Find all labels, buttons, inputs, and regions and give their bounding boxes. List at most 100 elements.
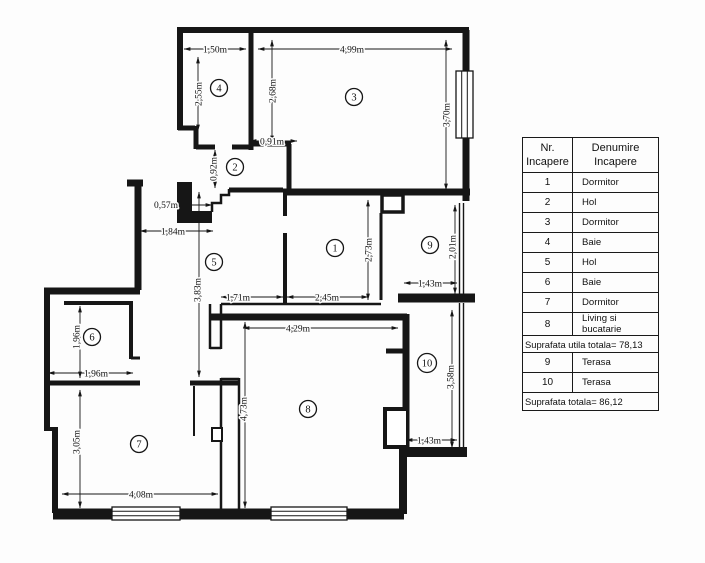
dim-label-3-58: 3,58m (447, 364, 457, 389)
legend-cell-name: Terasa (572, 352, 659, 373)
window-room3-east (455, 70, 474, 139)
legend-cell-nr: 1 (522, 172, 573, 193)
legend-cell-name: Terasa (572, 372, 659, 393)
railing-terasa10 (458, 303, 465, 448)
room-number-9: 9 (427, 241, 432, 252)
dim-label-2-73: 2,73m (365, 237, 375, 262)
room-marker-4: 4 (209, 78, 229, 98)
legend-row-3: 3 Dormitor (522, 212, 659, 233)
legend-header-row: Nr. Incapere Denumire Incapere (522, 137, 659, 173)
legend-row-8: 8 Living si bucatarie (522, 312, 659, 336)
dim-label-4-29: 4,29m (286, 325, 311, 335)
legend-cell-name: Baie (572, 272, 659, 293)
room-number-7: 7 (136, 440, 141, 451)
wall-room8-notch (383, 407, 406, 449)
room-number-8: 8 (305, 405, 310, 416)
legend-cell-nr: 9 (522, 352, 573, 373)
room-number-10: 10 (422, 359, 433, 370)
dim-label-0-91: 0,91m (260, 138, 285, 148)
legend-subtotal-row: Suprafata utila totala= 78,13 (522, 335, 659, 353)
dim-label-3-70: 3,70m (443, 102, 453, 127)
dim-label-1-43-terasa10: 1,43m (417, 437, 442, 447)
wall-shaft-hall2 (177, 182, 212, 223)
legend-header-nr-line1: Nr. (540, 141, 555, 154)
wall-room7-room8-notch (211, 427, 223, 442)
legend-cell-nr: 3 (522, 212, 573, 233)
room-number-2: 2 (232, 163, 237, 174)
room-marker-8: 8 (298, 399, 318, 419)
legend-row-4: 4 Baie (522, 232, 659, 253)
dim-label-0-57: 0,57m (154, 201, 179, 211)
legend-cell-nr: 6 (522, 272, 573, 293)
dim-label-4-99: 4,99m (340, 46, 365, 56)
legend-row-2: 2 Hol (522, 192, 659, 213)
room-marker-10: 10 (416, 352, 438, 374)
wall-ledge-room3 (251, 141, 292, 194)
dim-label-1-71: 1,71m (226, 294, 251, 304)
legend-row-9: 9 Terasa (522, 352, 659, 373)
legend-cell-name: Baie (572, 232, 659, 253)
legend-cell-name: Dormitor (572, 172, 659, 193)
legend-header-denumire-line1: Denumire (591, 141, 640, 154)
legend-cell-name: Dormitor (572, 292, 659, 313)
legend-row-1: 1 Dormitor (522, 172, 659, 193)
legend-row-6: 6 Baie (522, 272, 659, 293)
room-marker-7: 7 (129, 434, 149, 454)
legend-cell-nr: 2 (522, 192, 573, 213)
dim-label-1-96-h: 1,96m (84, 370, 109, 380)
legend-header-denumire-line2: Incapere (594, 156, 637, 168)
room-marker-6: 6 (82, 327, 102, 347)
legend: Nr. Incapere Denumire Incapere 1 Dormito… (522, 137, 659, 411)
dim-label-1-84: 1,84m (161, 228, 186, 238)
room-number-3: 3 (351, 93, 356, 104)
wall-pillar-terasa9 (380, 193, 405, 214)
room-marker-5: 5 (204, 252, 224, 272)
legend-cell-name: Hol (572, 252, 659, 273)
legend-header-nr-line2: Incapere (526, 156, 569, 168)
wall-room7-room8 (219, 377, 241, 510)
dim-label-2-45: 2,45m (315, 294, 340, 304)
room-marker-2: 2 (225, 157, 245, 177)
legend-cell-nr: 10 (522, 372, 573, 393)
legend-cell-name: Dormitor (572, 212, 659, 233)
room-legend-table: Nr. Incapere Denumire Incapere 1 Dormito… (522, 137, 659, 411)
legend-subtotal: Suprafata utila totala= 78,13 (522, 335, 659, 353)
legend-cell-nr: 8 (522, 312, 573, 336)
wall-steps-hall2 (210, 189, 231, 212)
room-marker-3: 3 (344, 87, 364, 107)
room-marker-1: 1 (325, 238, 345, 258)
legend-row-10: 10 Terasa (522, 372, 659, 393)
legend-header-nr: Nr. Incapere (522, 137, 573, 173)
room-number-5: 5 (211, 258, 216, 269)
dim-label-3-05: 3,05m (73, 429, 83, 454)
legend-row-7: 7 Dormitor (522, 292, 659, 313)
legend-cell-nr: 4 (522, 232, 573, 253)
dim-label-1-43-terasa9: 1,43m (418, 280, 443, 290)
room-number-1: 1 (332, 244, 337, 255)
legend-total: Suprafata totala= 86,12 (522, 392, 659, 411)
legend-cell-name: Hol (572, 192, 659, 213)
railing-terasa9 (458, 203, 465, 294)
legend-cell-nr: 7 (522, 292, 573, 313)
dim-label-3-83: 3,83m (194, 277, 204, 302)
dim-label-2-68: 2,68m (269, 78, 279, 103)
dim-label-2-55: 2,55m (195, 81, 205, 106)
legend-total-row: Suprafata totala= 86,12 (522, 392, 659, 411)
legend-cell-name: Living si bucatarie (572, 312, 659, 336)
dim-label-4-73: 4,73m (240, 396, 250, 421)
legend-cell-nr: 5 (522, 252, 573, 273)
wall-jamb-hall5-room8 (208, 304, 223, 350)
room-marker-9: 9 (420, 235, 440, 255)
dim-label-4-08: 4,08m (129, 491, 154, 501)
legend-header-denumire: Denumire Incapere (572, 137, 659, 173)
window-room7-south (111, 506, 181, 521)
window-room8-south (270, 506, 348, 521)
legend-row-5: 5 Hol (522, 252, 659, 273)
dim-label-1-50: 1,50m (203, 46, 228, 56)
dim-label-2-01: 2,01m (449, 234, 459, 259)
wall-step-room4 (178, 125, 215, 150)
room-number-6: 6 (89, 333, 94, 344)
room-number-4: 4 (216, 84, 222, 95)
